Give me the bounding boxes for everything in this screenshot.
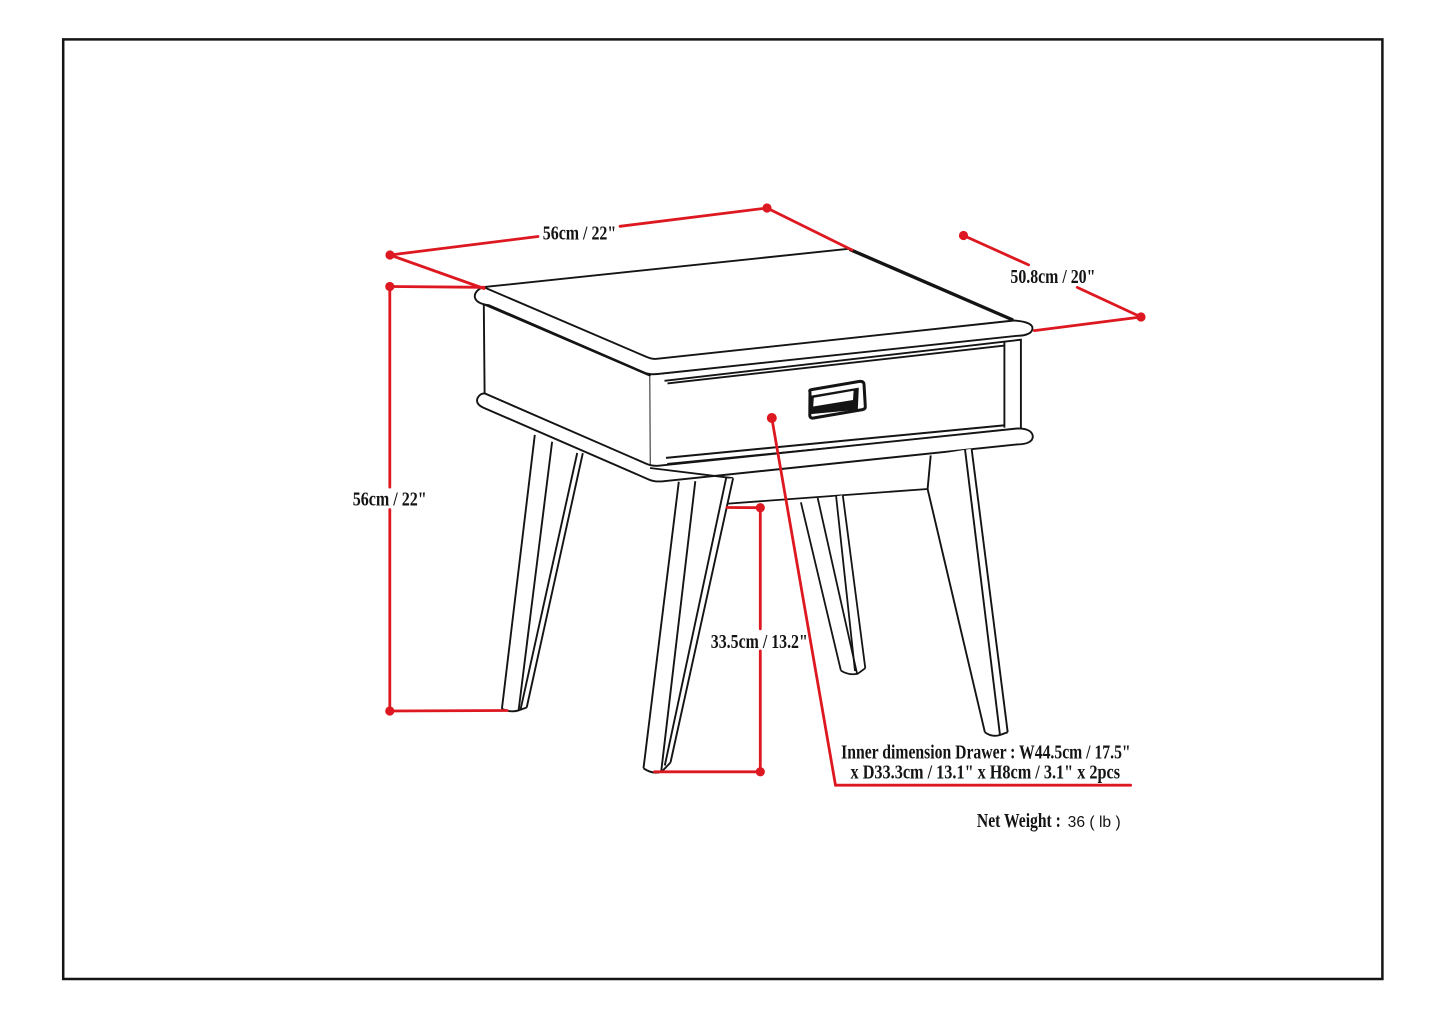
- svg-text:Net Weight :: Net Weight :: [977, 810, 1061, 832]
- svg-text:x D33.3cm / 13.1" x H8cm / 3.1: x D33.3cm / 13.1" x H8cm / 3.1" x 2pcs: [851, 762, 1121, 784]
- svg-text:56cm / 22": 56cm / 22": [353, 489, 427, 511]
- svg-text:56cm / 22": 56cm / 22": [543, 222, 617, 244]
- svg-text:Inner dimension Drawer : W44.5: Inner dimension Drawer : W44.5cm / 17.5": [841, 741, 1131, 763]
- svg-text:33.5cm / 13.2": 33.5cm / 13.2": [711, 631, 808, 653]
- svg-text:36 ( lb ): 36 ( lb ): [1068, 814, 1121, 831]
- svg-text:50.8cm / 20": 50.8cm / 20": [1010, 266, 1095, 288]
